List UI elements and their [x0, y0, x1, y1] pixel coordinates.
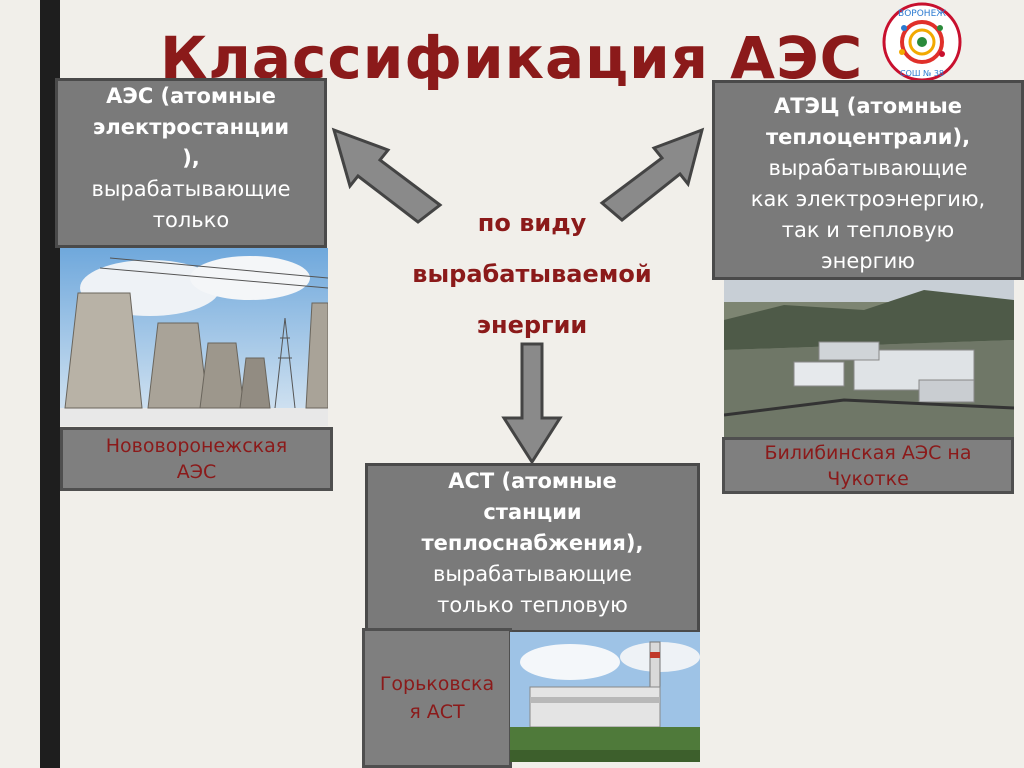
aes-box-line-3: электроэнергию	[58, 236, 324, 245]
atec-box-title-2: теплоцентрали),	[765, 125, 971, 149]
ast-box-line-1: вырабатывающие	[432, 562, 633, 586]
bilibino-photo	[724, 280, 1014, 438]
novovoronezh-caption-line-2: АЭС	[176, 461, 217, 483]
atec-box-title-1: АТЭЦ (атомные	[773, 94, 963, 118]
criterion-line-1: по виду	[477, 209, 587, 237]
atec-box-line-1: вырабатывающие	[768, 156, 968, 180]
novovoronezh-caption-line-1: Нововоронежская	[105, 435, 288, 457]
atec-box-line-4: энергию	[821, 249, 915, 273]
gorky-caption-line-2: я АСТ	[409, 701, 465, 723]
ast-box-title-2: станции	[483, 500, 582, 524]
novovoronezh-photo	[60, 248, 328, 426]
aes-box-title-1: АЭС (атомные	[106, 84, 276, 108]
criterion-line-3: энергии	[476, 311, 588, 339]
aes-box: АЭС (атомные электростанции ), вырабатыв…	[55, 78, 327, 248]
gorky-caption: Горьковска я АСТ	[362, 628, 512, 768]
novovoronezh-caption: Нововоронежская АЭС	[60, 427, 333, 491]
ast-box-line-3: энергию	[368, 621, 697, 630]
arrow-down	[501, 342, 563, 465]
bilibino-caption-line-2: Чукотке	[827, 467, 909, 490]
ast-box-title-3: теплоснабжения),	[421, 531, 644, 555]
ast-box-title-1: АСТ (атомные	[448, 469, 617, 493]
arrow-up-right	[599, 127, 705, 222]
aes-box-line-1: вырабатывающие	[91, 177, 291, 201]
atec-box-line-3: так и тепловую	[781, 218, 955, 242]
gorky-caption-line-1: Горьковска	[379, 673, 495, 695]
atec-box: АТЭЦ (атомные теплоцентрали), вырабатыва…	[712, 80, 1024, 280]
bilibino-caption: Билибинская АЭС на Чукотке	[722, 437, 1014, 494]
svg-text:СОШ № 38: СОШ № 38	[900, 69, 944, 78]
aes-box-title-3: ),	[182, 146, 200, 170]
atec-box-line-2: как электроэнергию,	[750, 187, 986, 211]
svg-text:ВОРОНЕЖ: ВОРОНЕЖ	[898, 9, 946, 19]
aes-box-line-2: только	[152, 208, 230, 232]
aes-box-title-2: электростанции	[92, 115, 290, 139]
arrow-up-left	[331, 127, 443, 224]
bilibino-caption-line-1: Билибинская АЭС на	[764, 441, 972, 464]
school-logo: ВОРОНЕЖ СОШ № 38	[880, 0, 964, 84]
ast-box: АСТ (атомные станции теплоснабжения), вы…	[365, 463, 700, 633]
criterion-line-2: вырабатываемой	[412, 260, 652, 288]
gorky-photo	[510, 632, 700, 762]
ast-box-line-2: только тепловую	[437, 593, 628, 617]
classification-criterion: по виду вырабатываемой энергии	[372, 198, 692, 351]
